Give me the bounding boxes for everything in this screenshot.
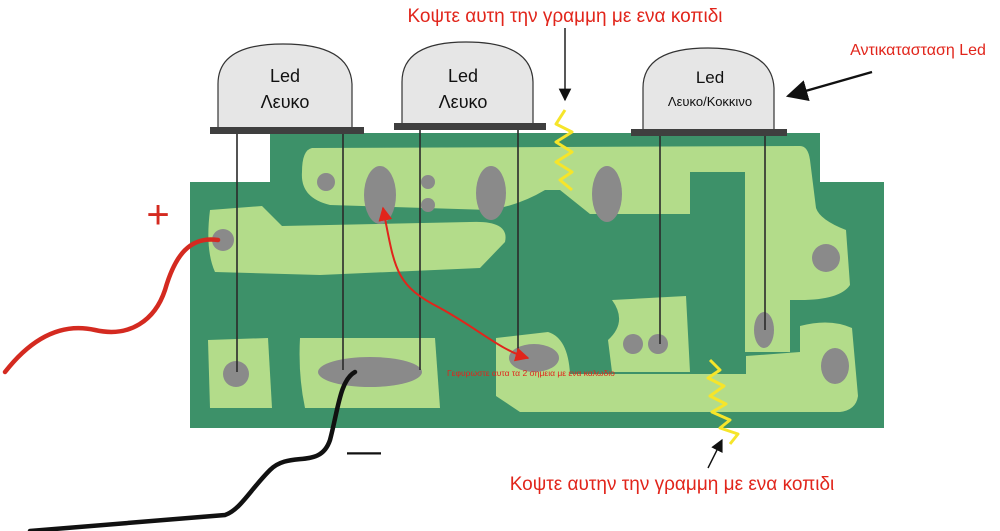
led-1-color: Λευκο — [261, 92, 310, 112]
bridge-wire-arrow — [378, 206, 530, 362]
pad — [318, 357, 422, 387]
label-minus: — — [347, 432, 381, 470]
pad — [223, 361, 249, 387]
annotation-bridge: Γεφυρωστε αυτα τα 2 σημεια με ενα καλωδι… — [447, 368, 615, 378]
pad — [623, 334, 643, 354]
led-2-color: Λευκο — [439, 92, 488, 112]
annotation-cut-bottom: Κοψτε αυτην την γραμμη με ενα κοπιδι — [510, 474, 835, 495]
pad — [812, 244, 840, 272]
annotation-cut-top: Κοψτε αυτη την γραμμη με ενα κοπιδι — [407, 6, 722, 27]
pads — [212, 166, 849, 387]
arrow-replace-led — [785, 70, 873, 102]
pad-block-middle — [608, 296, 690, 372]
negative-wire — [27, 369, 358, 531]
positive-wire — [2, 237, 221, 375]
led-1: Led Λευκο — [210, 43, 364, 134]
trace-bottom — [496, 322, 858, 412]
led-3-color: Λευκο/Κοκκινο — [668, 94, 752, 109]
pad — [364, 166, 396, 224]
led-3-name: Led — [696, 68, 724, 87]
pad — [421, 175, 435, 189]
annotation-replace-led: Αντικατασταση Led — [850, 42, 986, 59]
pad — [212, 229, 234, 251]
arrow-cut-bottom — [707, 438, 723, 469]
pad — [421, 198, 435, 212]
cut-mark-top — [554, 109, 574, 192]
pad — [821, 348, 849, 384]
led-2: Led Λευκο — [394, 41, 546, 130]
led-2-name: Led — [448, 66, 478, 86]
pad — [317, 173, 335, 191]
led-1-name: Led — [270, 66, 300, 86]
pad — [754, 312, 774, 348]
led-3: Led Λευκο/Κοκκινο — [631, 47, 787, 136]
cut-mark-bottom — [706, 358, 740, 445]
pad — [592, 166, 622, 222]
pad — [648, 334, 668, 354]
trace-top — [301, 146, 850, 352]
label-plus: + — [146, 193, 169, 237]
pad — [476, 166, 506, 220]
